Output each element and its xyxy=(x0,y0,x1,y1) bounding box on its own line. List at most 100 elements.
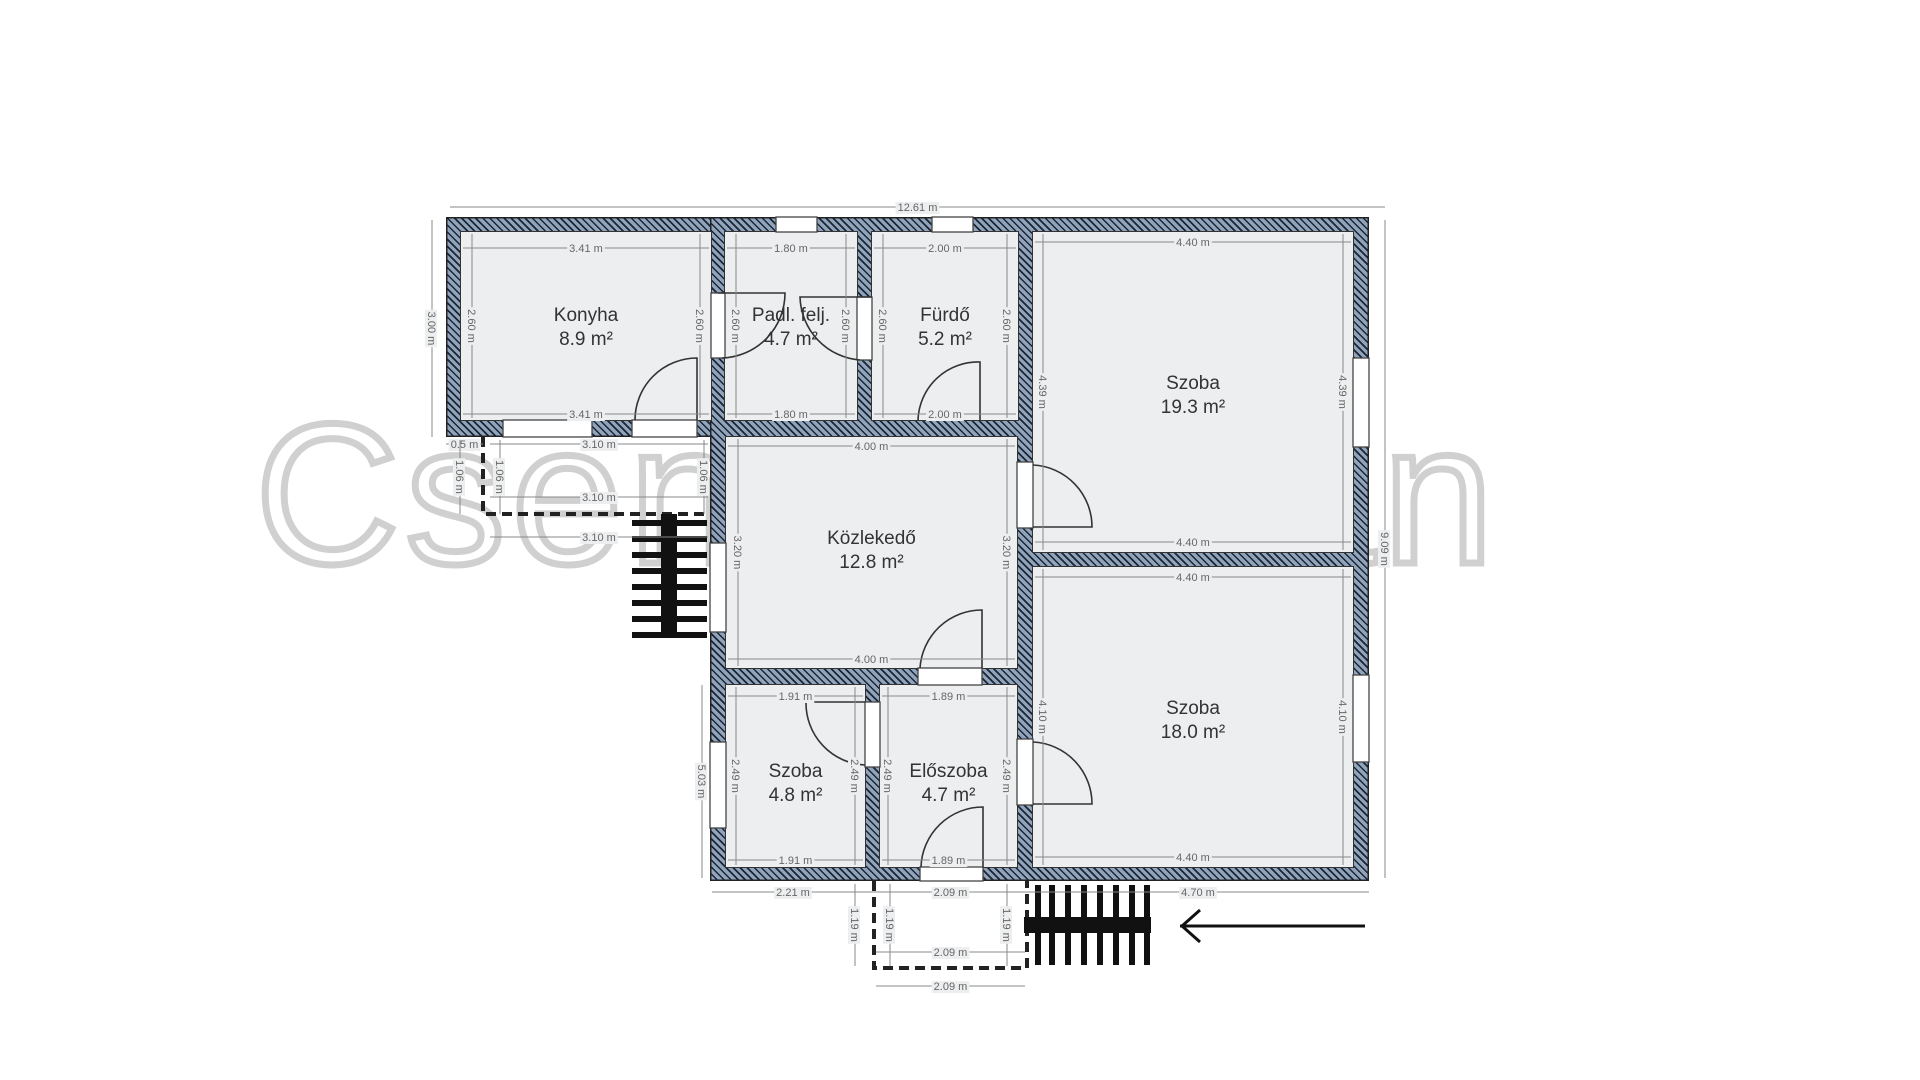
door-swing[interactable] xyxy=(919,609,983,669)
window-opening xyxy=(710,292,726,359)
dimension: 3.10 m xyxy=(490,492,708,504)
dimension: 2.60 m xyxy=(1000,234,1012,418)
dimension-label: 1.19 m xyxy=(883,908,895,942)
dimension: 1.89 m xyxy=(882,855,1015,867)
dimension-label: 4.00 m xyxy=(855,441,889,453)
stair-tread xyxy=(632,584,707,590)
room-szoba-small[interactable]: Szoba 4.8 m² xyxy=(725,684,866,868)
dimension-label: 3.10 m xyxy=(582,532,616,544)
room-name: Fürdő xyxy=(920,305,970,326)
dimension-label: 2.49 m xyxy=(881,759,893,793)
dimension: 1.91 m xyxy=(728,855,863,867)
dimension: 3.41 m xyxy=(463,243,709,255)
room-area: 4.8 m² xyxy=(768,785,823,806)
dimension: 4.70 m xyxy=(1027,887,1369,899)
stair-tread xyxy=(632,520,707,526)
room-szoba-north[interactable]: Szoba 19.3 m² xyxy=(1032,231,1354,553)
dimension-label: 2.00 m xyxy=(928,409,962,421)
dimension: 3.20 m xyxy=(731,439,743,666)
stair-stringer xyxy=(1024,917,1151,933)
dimension: 2.49 m xyxy=(848,687,860,865)
dimension-label: 2.21 m xyxy=(776,887,810,899)
dimension: 2.00 m xyxy=(874,409,1016,421)
room-name: Előszoba xyxy=(909,761,988,782)
dimension-label: 2.60 m xyxy=(876,309,888,343)
dimension: 2.09 m xyxy=(876,981,1025,993)
dimension-label: 1.89 m xyxy=(932,855,966,867)
room-area: 18.0 m² xyxy=(1160,722,1226,743)
room-kozlekedo[interactable]: Közlekedő 12.8 m² xyxy=(725,436,1018,669)
window-opening xyxy=(919,866,984,882)
dimension-label: 3.41 m xyxy=(569,409,603,421)
dimension-label: 3.00 m xyxy=(425,312,437,346)
dimension-label: 4.10 m xyxy=(1036,700,1048,734)
window-opening xyxy=(631,419,698,438)
dimension: 1.06 m xyxy=(493,440,505,514)
dimension-label: 3.20 m xyxy=(731,536,743,570)
dimension: 4.00 m xyxy=(728,441,1015,453)
dimension-label: 1.06 m xyxy=(493,460,505,494)
dimension-label: 2.60 m xyxy=(1000,309,1012,343)
dimension: 4.00 m xyxy=(728,654,1015,666)
stair-tread xyxy=(1144,885,1150,965)
dimension: 4.40 m xyxy=(1035,852,1351,864)
dimension: 2.21 m xyxy=(712,887,874,899)
dimension: 2.60 m xyxy=(729,234,741,418)
window-opening xyxy=(917,667,983,686)
room-name: Közlekedő xyxy=(827,528,916,549)
door-swing[interactable] xyxy=(920,806,984,868)
door-swing[interactable] xyxy=(634,357,698,421)
window-opening xyxy=(864,701,881,768)
stair-tread xyxy=(632,568,707,574)
stair-tread xyxy=(632,536,707,542)
dimension: 4.39 m xyxy=(1036,234,1048,550)
room-furdo[interactable]: Fürdő 5.2 m² xyxy=(871,231,1019,421)
window-opening xyxy=(709,542,727,633)
dimension: 2.60 m xyxy=(693,234,705,418)
room-padlas-feljaro[interactable]: Padl. felj. 4.7 m² xyxy=(724,231,858,421)
dimension-label: 2.60 m xyxy=(729,309,741,343)
dimension: 3.41 m xyxy=(463,409,709,421)
dimension: 3.10 m xyxy=(490,532,708,544)
stair-tread xyxy=(632,632,707,638)
room-eloszoba[interactable]: Előszoba 4.7 m² xyxy=(879,684,1018,868)
stair-tread xyxy=(1113,885,1119,965)
dimension: 1.89 m xyxy=(882,691,1015,703)
stair-tread xyxy=(632,552,707,558)
dimension-label: 3.41 m xyxy=(569,243,603,255)
dimension: 2.09 m xyxy=(874,887,1027,899)
dimension-label: 4.00 m xyxy=(855,654,889,666)
dimension-label: 4.10 m xyxy=(1336,700,1348,734)
dimension-label: 1.19 m xyxy=(848,908,860,942)
window-opening xyxy=(775,216,818,233)
dimension: 5.03 m xyxy=(695,685,707,878)
dimension: 4.40 m xyxy=(1035,237,1351,249)
room-area: 4.7 m² xyxy=(921,785,976,806)
dimension: 4.10 m xyxy=(1036,569,1048,865)
dimension-label: 5.03 m xyxy=(695,765,707,799)
dimension-label: 4.39 m xyxy=(1036,375,1048,409)
dimension: 3.20 m xyxy=(1000,439,1012,666)
door-swing[interactable] xyxy=(799,296,872,361)
dimension: 2.60 m xyxy=(876,234,888,418)
room-area: 5.2 m² xyxy=(918,329,972,350)
room-konyha[interactable]: Konyha 8.9 m² xyxy=(460,231,712,421)
door-swing[interactable] xyxy=(718,292,786,359)
dimension-label: 1.80 m xyxy=(774,243,808,255)
door-swing[interactable] xyxy=(1032,464,1093,528)
door-swing[interactable] xyxy=(805,701,866,766)
stair-stringer xyxy=(661,514,677,638)
dimension: 1.19 m xyxy=(848,884,860,966)
dimension: 9.09 m xyxy=(1378,220,1390,878)
room-area: 8.9 m² xyxy=(559,329,613,350)
room-szoba-south[interactable]: Szoba 18.0 m² xyxy=(1032,566,1354,868)
dimension-label: 2.49 m xyxy=(1000,759,1012,793)
door-swing[interactable] xyxy=(1032,741,1093,805)
stair-tread xyxy=(632,600,707,606)
door-swing[interactable] xyxy=(917,361,981,421)
dimension: 12.61 m xyxy=(450,202,1385,214)
room-name: Szoba xyxy=(768,761,823,782)
dimension: 2.00 m xyxy=(874,243,1016,255)
window-opening xyxy=(1016,461,1034,529)
